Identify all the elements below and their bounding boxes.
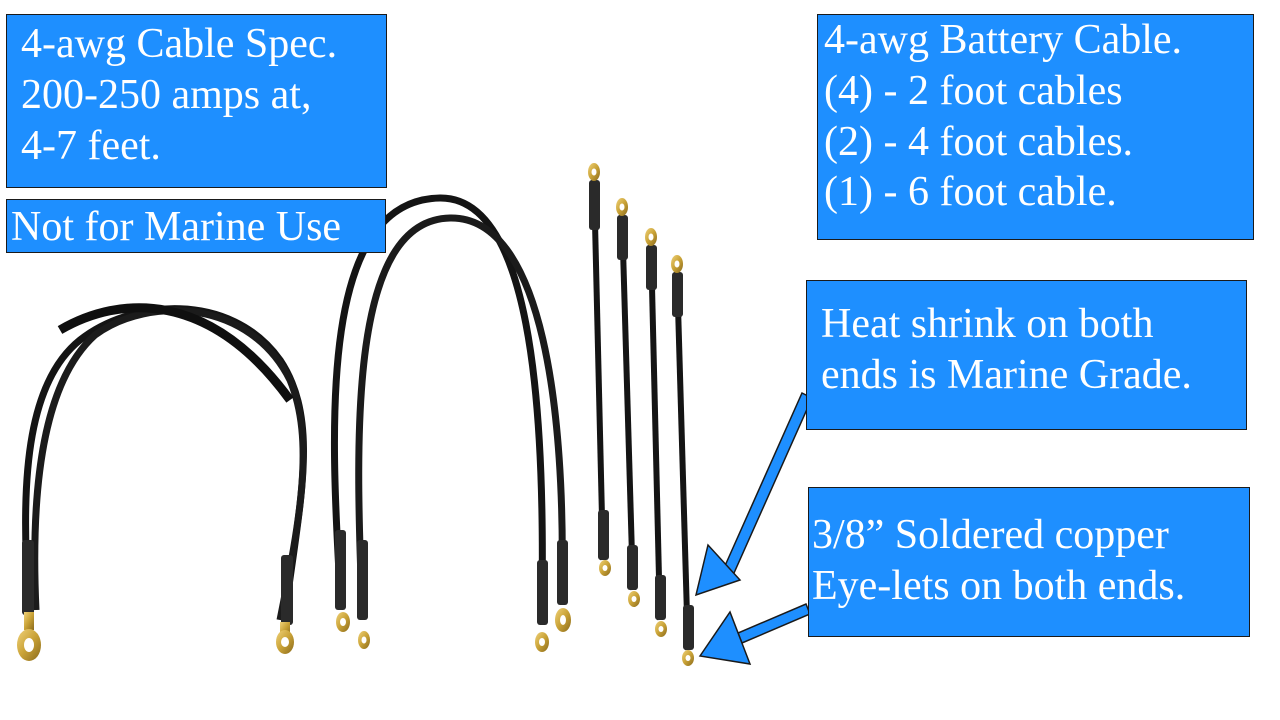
eyelet-lug bbox=[336, 612, 350, 632]
eyelet-lug bbox=[535, 632, 549, 652]
six-foot-cable bbox=[17, 303, 307, 661]
spec-line: 4-awg Cable Spec. bbox=[21, 21, 338, 67]
eyelet-line: 3/8” Soldered copper bbox=[812, 512, 1169, 558]
heat-line: Heat shrink on both bbox=[821, 301, 1154, 347]
spec-line: 4-7 feet. bbox=[21, 122, 161, 169]
eyelet-lug bbox=[17, 612, 41, 661]
eyelet-lug bbox=[358, 631, 370, 649]
four-foot-cables bbox=[330, 194, 571, 652]
eyelet-line: Eye-lets on both ends. bbox=[812, 562, 1186, 609]
heat-shrink-label: Heat shrink on both ends is Marine Grade… bbox=[806, 280, 1247, 430]
kit-line: 4-awg Battery Cable. bbox=[824, 17, 1183, 63]
eyelet-arrow bbox=[698, 603, 811, 665]
marine-warning-label: Not for Marine Use bbox=[6, 199, 386, 253]
heat-line: ends is Marine Grade. bbox=[821, 351, 1192, 398]
kit-line: (4) - 2 foot cables bbox=[824, 67, 1123, 114]
cable-spec-label: 4-awg Cable Spec. 200-250 amps at, 4-7 f… bbox=[6, 14, 387, 188]
kit-line: (2) - 4 foot cables. bbox=[824, 118, 1134, 165]
kit-line: (1) - 6 foot cable. bbox=[824, 169, 1117, 216]
heat-shrink-arrow bbox=[694, 391, 813, 597]
two-foot-cables bbox=[588, 163, 694, 666]
marine-note-text: Not for Marine Use bbox=[11, 204, 342, 250]
spec-line: 200-250 amps at, bbox=[21, 71, 312, 118]
eyelet-lug bbox=[555, 608, 571, 632]
eyelet-lug bbox=[276, 622, 294, 654]
eyelet-label: 3/8” Soldered copper Eye-lets on both en… bbox=[808, 487, 1250, 637]
kit-contents-label: 4-awg Battery Cable. (4) - 2 foot cables… bbox=[817, 14, 1254, 240]
